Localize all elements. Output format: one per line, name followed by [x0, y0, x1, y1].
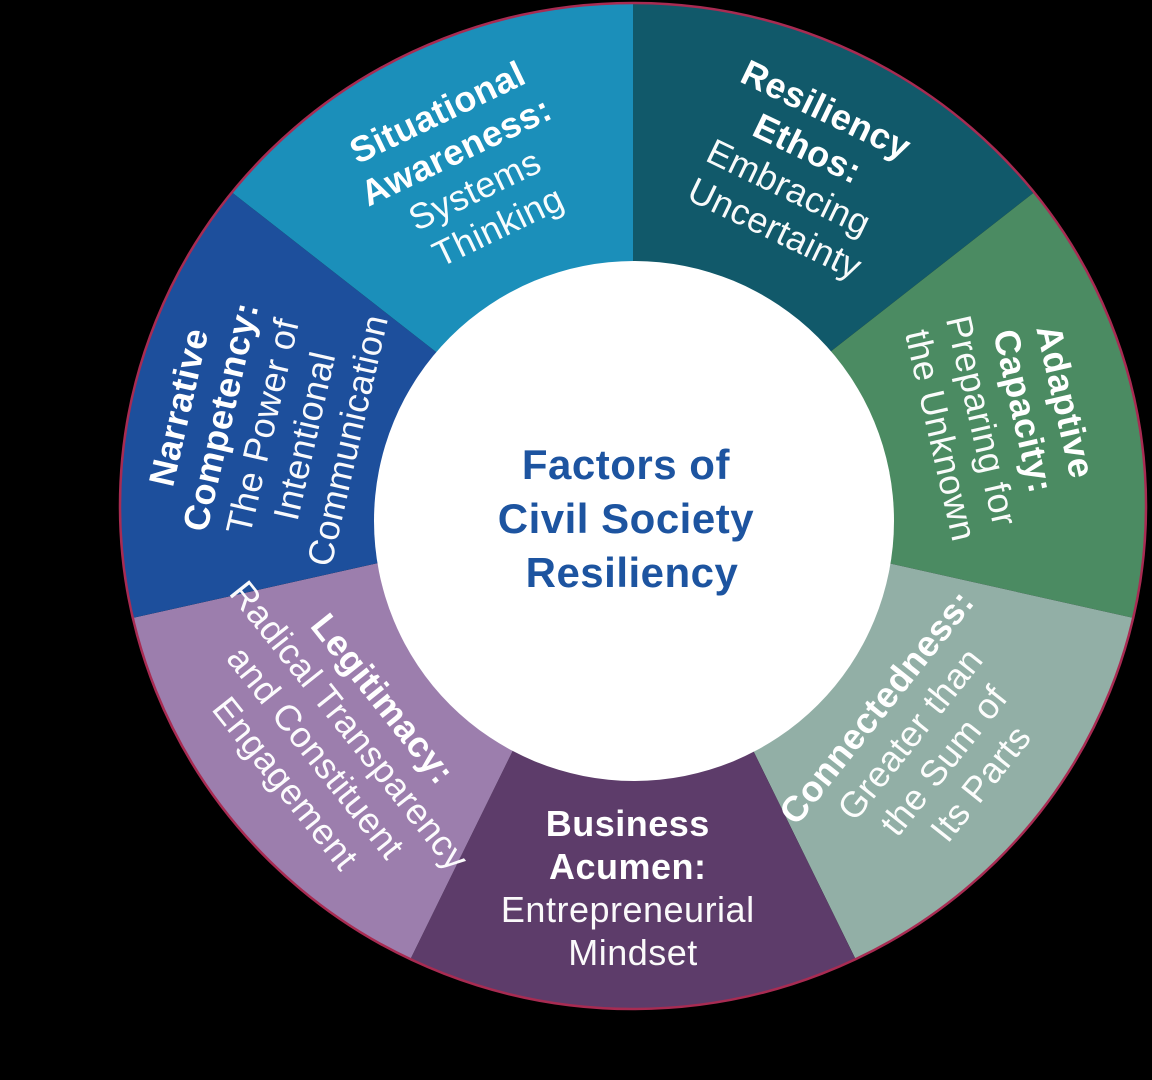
- segment-subtitle-line: Entrepreneurial: [501, 889, 755, 930]
- diagram-title: Factors of Civil Society Resiliency: [498, 441, 766, 596]
- diagram-title-line: Civil Society: [498, 495, 754, 542]
- diagram-title-line: Resiliency: [526, 549, 739, 596]
- center-circle: [374, 261, 894, 781]
- segment-heading-line: Acumen:: [549, 846, 707, 887]
- segment-subtitle-line: Mindset: [568, 932, 698, 973]
- outer-ring-outline: [118, 1, 1148, 1011]
- segment-heading-line: Business: [546, 803, 710, 844]
- diagram-title-line: Factors of: [522, 441, 731, 488]
- label-business-acumen: Business Acumen: Entrepreneurial Mindset: [501, 803, 765, 973]
